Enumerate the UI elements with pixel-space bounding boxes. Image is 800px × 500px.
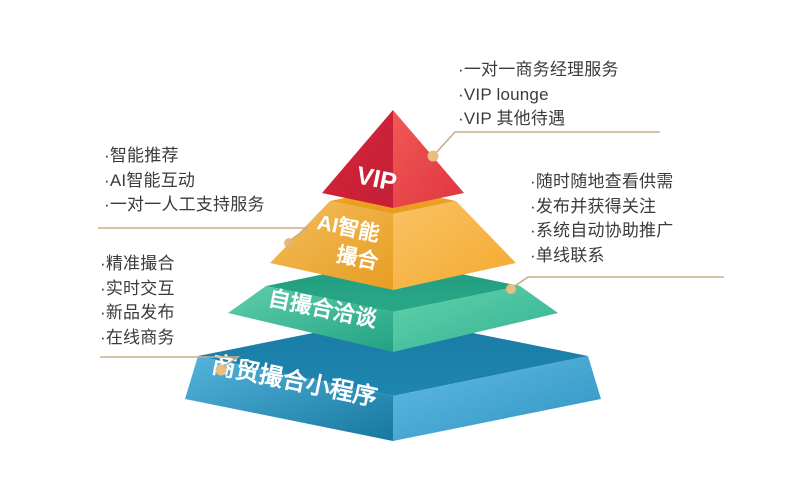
- callout-mini-line-2: ·实时交互: [100, 278, 175, 298]
- callout-ai-line-1: ·智能推荐: [104, 146, 179, 165]
- connector-dot-ai: [284, 238, 294, 248]
- callout-self-line-1: ·随时随地查看供需: [530, 172, 674, 191]
- callout-vip-line-2: ·VIP lounge: [458, 84, 549, 104]
- connector-dot-vip: [427, 150, 439, 162]
- callout-vip-line-3: ·VIP 其他待遇: [458, 109, 566, 129]
- connector-dot-self-matching: [506, 284, 516, 294]
- connector-ai: [98, 227, 310, 243]
- tier-blue-right-face: [393, 356, 601, 441]
- callout-self-line-3: ·系统自动协助推广: [530, 221, 674, 241]
- connector-vip: [433, 131, 660, 156]
- tier-trade-miniprogram[interactable]: 商贸撮合小程序: [185, 317, 601, 441]
- callout-mini-line-3: ·新品发布: [100, 303, 175, 323]
- tier-blue-left-face: [185, 356, 393, 441]
- callout-self-matching: ·随时随地查看供需 ·发布并获得关注 ·系统自动协助推广 ·单线联系: [530, 170, 673, 269]
- connector-self-matching: [511, 276, 724, 289]
- callout-ai-line-2: ·AI智能互动: [104, 170, 196, 190]
- callout-self-line-4: ·单线联系: [530, 245, 605, 265]
- tier-green-right-face: [393, 286, 558, 352]
- callout-ai-matching: ·智能推荐 ·AI智能互动 ·一对一人工支持服务: [104, 144, 265, 218]
- tier-green-left-face: [228, 286, 393, 352]
- callout-mini-line-4: ·在线商务: [100, 327, 175, 347]
- tier-red-left-face: [322, 110, 393, 208]
- callout-vip-line-1: ·一对一商务经理服务: [458, 60, 619, 79]
- callout-mini-line-1: ·精准撮合: [100, 254, 175, 273]
- tier-orange-left-face: [270, 201, 393, 290]
- callout-miniprogram: ·精准撮合 ·实时交互 ·新品发布 ·在线商务: [100, 252, 175, 351]
- connector-lines: [98, 131, 724, 370]
- tier-orange-right-face: [393, 201, 516, 290]
- callout-self-line-2: ·发布并获得关注: [530, 196, 657, 216]
- connector-dot-miniprogram: [215, 364, 227, 376]
- connector-miniprogram: [100, 356, 241, 370]
- tier-blue-top-face: [198, 317, 588, 396]
- callout-ai-line-3: ·一对一人工支持服务: [104, 195, 265, 215]
- connector-dots: [215, 150, 516, 376]
- tier-vip[interactable]: VIP: [322, 110, 464, 208]
- callout-vip: ·一对一商务经理服务 ·VIP lounge ·VIP 其他待遇: [458, 58, 619, 132]
